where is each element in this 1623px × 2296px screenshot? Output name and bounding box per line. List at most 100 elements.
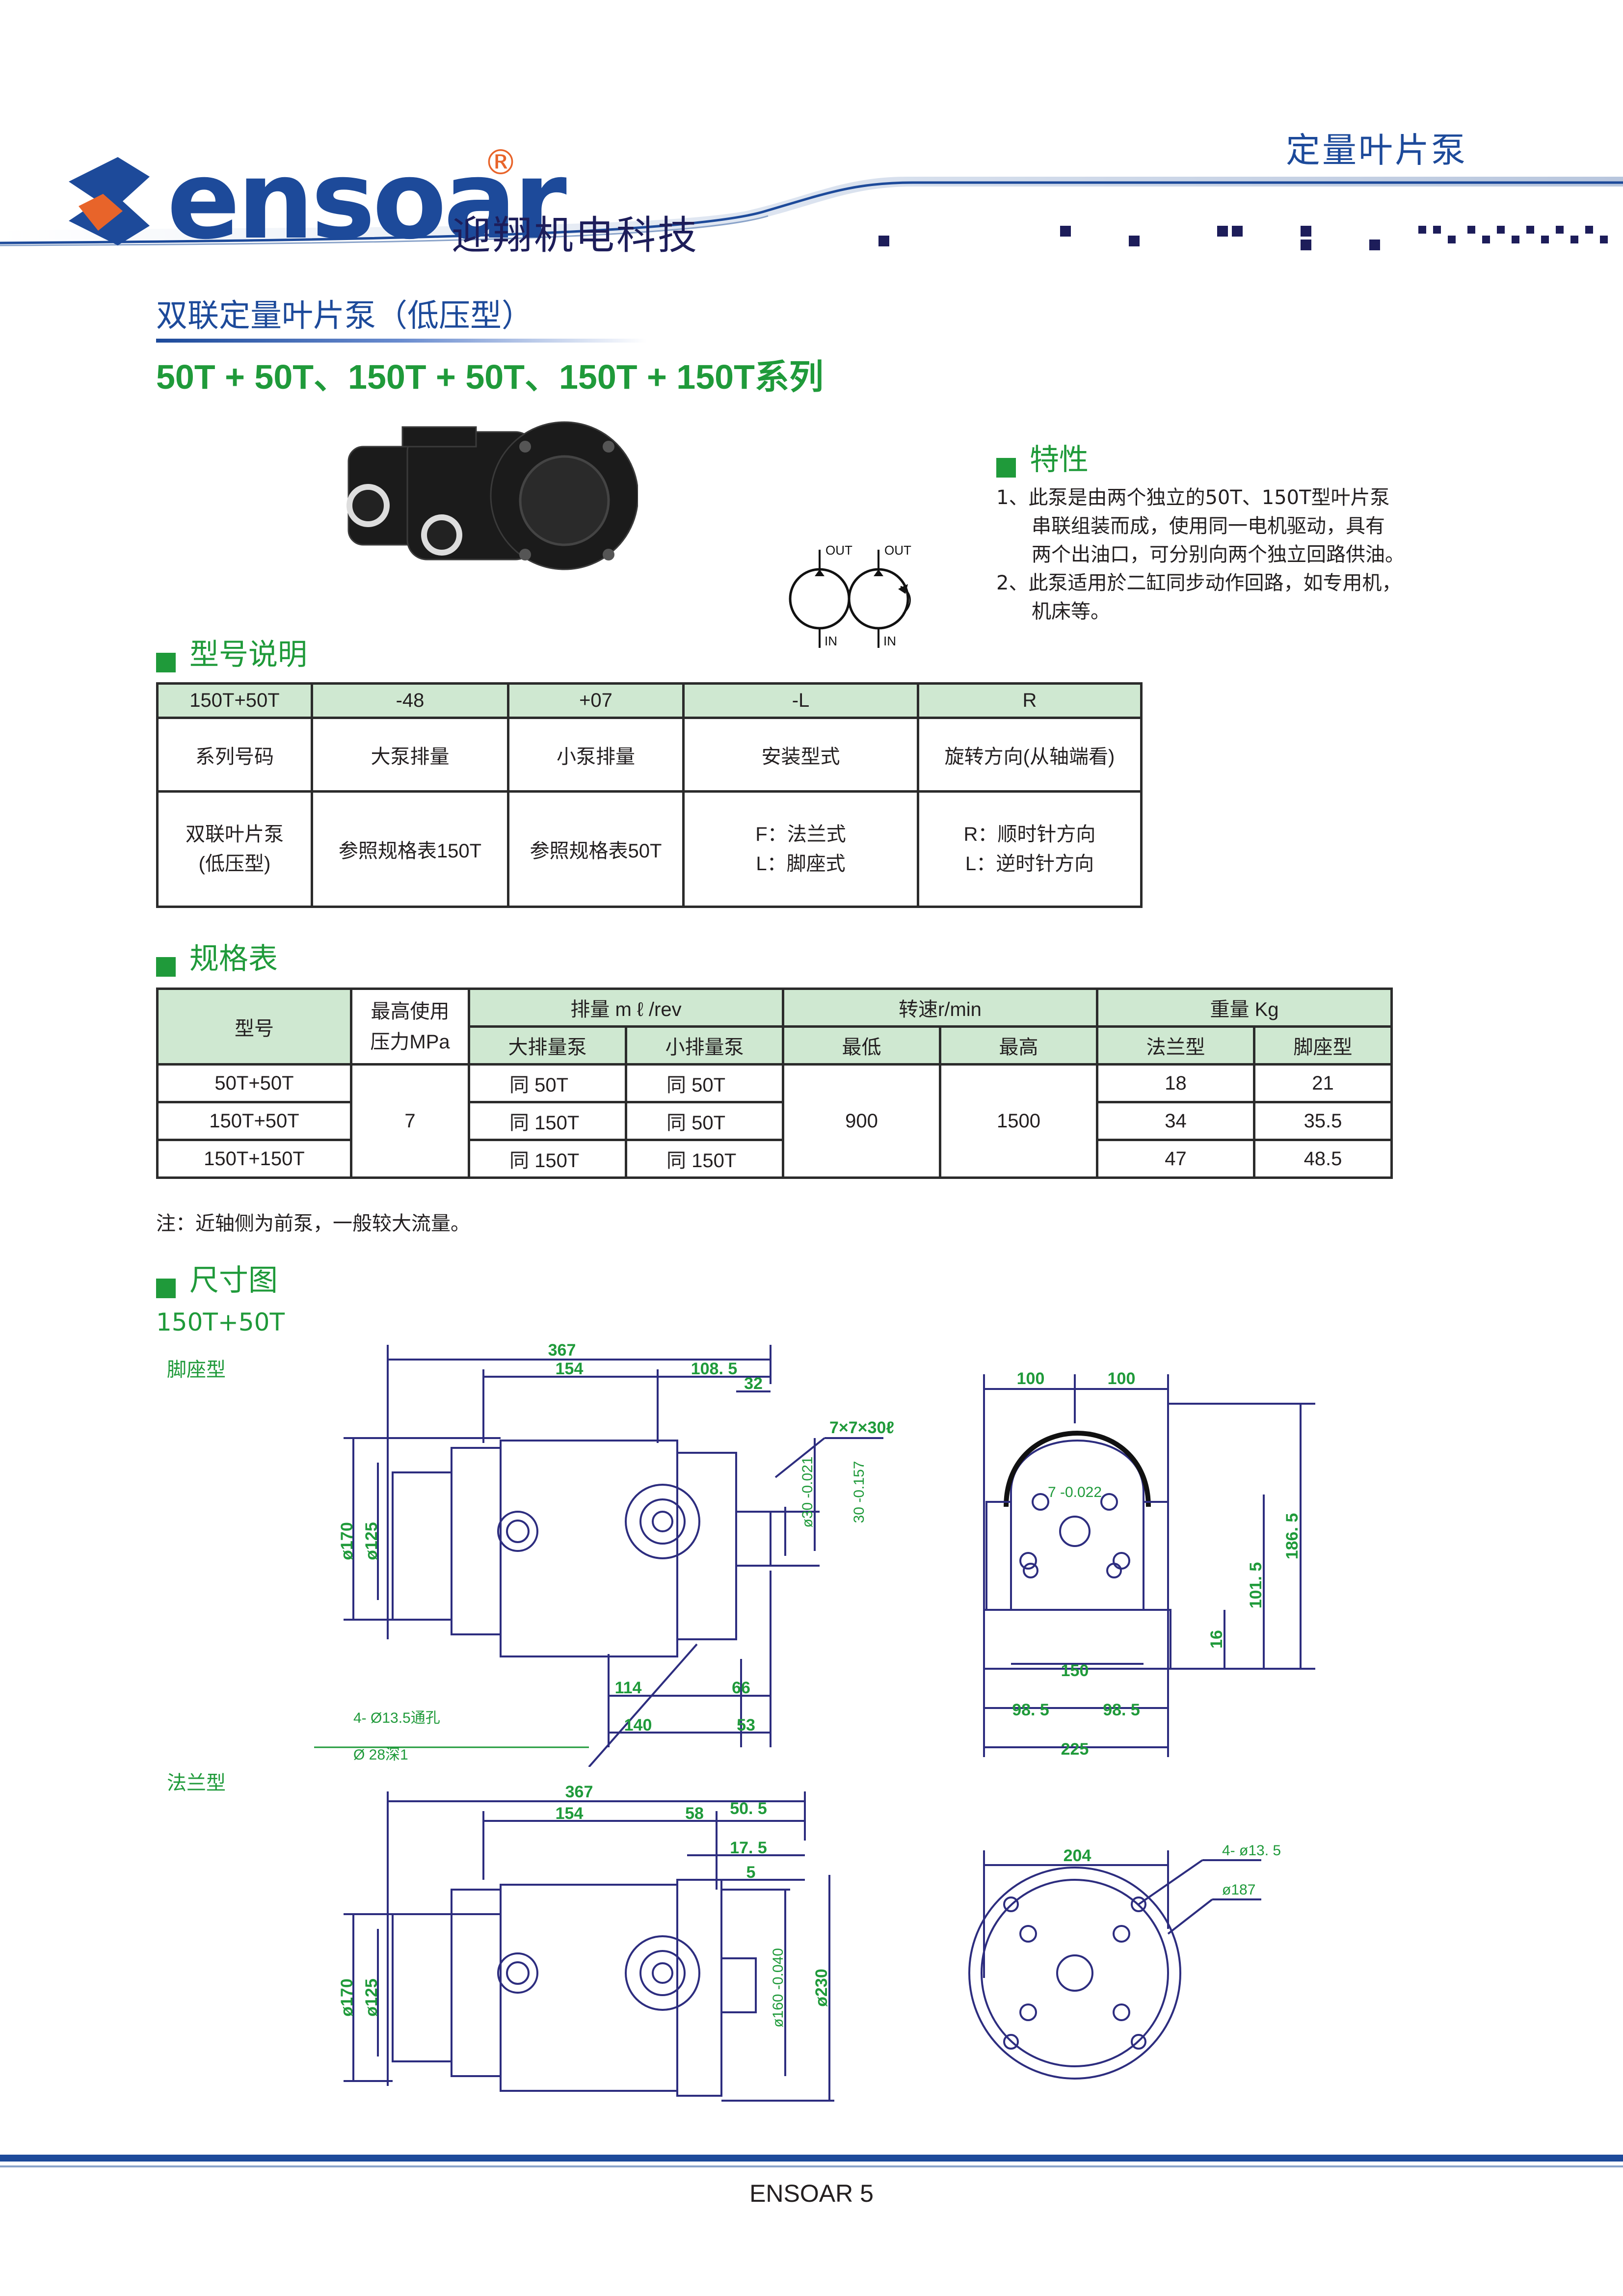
dim-53: 53 xyxy=(737,1716,755,1735)
flange-type-label: 法兰型 xyxy=(167,1772,226,1794)
dim-d170: ø170 xyxy=(338,1978,356,2017)
section-bullet-icon xyxy=(156,1278,176,1298)
spec-h-flange: 法兰型 xyxy=(1096,1025,1255,1066)
spec-speed-min: 900 xyxy=(782,1063,941,1179)
hole-note-2: Ø 28深1 xyxy=(353,1747,408,1763)
section-bullet-icon xyxy=(156,652,176,672)
table-row: 150T+150T 同 150T 同 150T 47 48.5 xyxy=(156,1139,1393,1179)
feature-line: 2、此泵适用於二缸同步动作回路，如专用机， xyxy=(996,572,1402,594)
label-series: 系列号码 xyxy=(156,717,313,793)
dim-150: 150 xyxy=(1061,1661,1089,1680)
spec-cell: 同 150T xyxy=(625,1139,784,1179)
code-rotation: R xyxy=(917,682,1143,719)
dim-100a: 100 xyxy=(1017,1369,1045,1388)
dim-114: 114 xyxy=(615,1679,642,1697)
dim-186-5: 186. 5 xyxy=(1283,1513,1302,1560)
desc-large: 参照规格表150T xyxy=(311,790,509,908)
header-wave xyxy=(0,177,1623,246)
section-bullet-icon xyxy=(156,957,176,977)
desc-series: 双联叶片泵(低压型) xyxy=(156,790,313,908)
hydraulic-symbol: OUT OUT IN IN xyxy=(789,543,911,648)
dim-367: 367 xyxy=(565,1783,593,1801)
dim-100b: 100 xyxy=(1108,1369,1136,1388)
dim-140: 140 xyxy=(624,1716,652,1735)
symbol-in1: IN xyxy=(825,634,837,648)
dim-58: 58 xyxy=(685,1804,704,1823)
foot-type-side-drawing: 367 154 108. 5 32 7×7×30ℓ ø170 ø125 ø30 … xyxy=(314,1341,894,1767)
dimension-model: 150T+50T xyxy=(156,1308,285,1336)
spec-cell: 21 xyxy=(1253,1063,1393,1103)
spec-cell: 47 xyxy=(1096,1139,1255,1179)
spec-cell: 150T+150T xyxy=(156,1139,352,1179)
dim-key: 7×7×30ℓ xyxy=(829,1418,894,1437)
dim-d160: ø160 -0.040 xyxy=(770,1948,786,2028)
dim-d230: ø230 xyxy=(812,1969,831,2007)
feature-line: 1、此泵是由两个独立的50T、150T型叶片泵 xyxy=(996,486,1390,509)
dim-204: 204 xyxy=(1064,1846,1091,1865)
label-rotation: 旋转方向(从轴端看) xyxy=(917,717,1143,793)
dim-98-5b: 98. 5 xyxy=(1103,1701,1140,1719)
spec-h-min: 最低 xyxy=(782,1025,941,1066)
spec-cell: 18 xyxy=(1096,1063,1255,1103)
series-title: 50T + 50T、150T + 50T、150T + 150T系列 xyxy=(156,358,824,396)
dim-key7: 7 -0.022 xyxy=(1048,1484,1102,1500)
category-title: 定量叶片泵 xyxy=(1286,130,1467,170)
table-row: 50T+50T 7 同 50T 同 50T 900 1500 18 21 xyxy=(156,1063,1393,1179)
spec-cell: 35.5 xyxy=(1253,1101,1393,1141)
spec-cell: 50T+50T xyxy=(156,1063,352,1103)
feature-line: 串联组装而成，使用同一电机驱动，具有 xyxy=(1032,515,1385,537)
dim-d125: ø125 xyxy=(362,1522,381,1560)
footer-line xyxy=(0,2155,1623,2162)
dimension-heading: 尺寸图 xyxy=(156,1256,278,1299)
spec-cell: 同 50T xyxy=(625,1063,784,1103)
flange-type-side-drawing: 367 154 58 50. 5 17. 5 5 ø170 ø125 ø160 … xyxy=(338,1783,834,2102)
spec-heading: 规格表 xyxy=(156,935,278,978)
dim-154: 154 xyxy=(556,1804,584,1823)
flange-type-end-drawing: 204 4- ø13. 5 ø187 xyxy=(968,1842,1281,2080)
dim-108: 108. 5 xyxy=(691,1360,738,1378)
model-heading: 型号说明 xyxy=(156,631,307,673)
dim-5: 5 xyxy=(746,1863,756,1882)
page-number: ENSOAR 5 xyxy=(749,2180,874,2207)
label-large: 大泵排量 xyxy=(311,717,509,793)
code-small: +07 xyxy=(507,682,685,719)
symbol-in2: IN xyxy=(883,634,896,648)
logo-wordmark: ensoar xyxy=(167,137,567,263)
dim-30b: 30 -0.157 xyxy=(851,1461,867,1523)
table-row: 150T+50T 同 150T 同 50T 34 35.5 xyxy=(156,1101,1393,1141)
dim-holes: 4- ø13. 5 xyxy=(1222,1842,1281,1859)
spec-h-large: 大排量泵 xyxy=(468,1025,627,1066)
spec-cell: 150T+50T xyxy=(156,1101,352,1141)
code-large: -48 xyxy=(311,682,509,719)
feature-line: 机床等。 xyxy=(1032,600,1110,623)
feature-line: 两个出油口，可分别向两个独立回路供油。 xyxy=(1032,543,1405,566)
pixel-pattern xyxy=(878,226,1608,250)
dim-101-5: 101. 5 xyxy=(1247,1562,1265,1609)
spec-h-displacement: 排量 m ℓ /rev xyxy=(468,988,784,1028)
dim-shaft30: ø30 -0.021 xyxy=(799,1456,816,1527)
dim-154: 154 xyxy=(556,1360,584,1378)
pump-photo xyxy=(346,421,638,570)
spec-h-weight: 重量 Kg xyxy=(1096,988,1393,1028)
dim-d125: ø125 xyxy=(362,1978,381,2017)
label-mount: 安装型式 xyxy=(682,717,919,793)
registered-mark: ® xyxy=(483,142,518,183)
header: ensoar ® 迎翔机电科技 定量叶片泵 xyxy=(0,0,1623,275)
dim-50-5: 50. 5 xyxy=(730,1799,767,1818)
foot-type-label: 脚座型 xyxy=(167,1359,226,1381)
spec-cell: 同 50T xyxy=(468,1063,627,1103)
logo-mark-icon xyxy=(69,157,150,245)
code-mount: -L xyxy=(682,682,919,719)
footer-line-thin xyxy=(0,2165,1623,2167)
desc-small: 参照规格表50T xyxy=(507,790,685,908)
spec-pressure: 7 xyxy=(350,1063,470,1179)
page-title: 双联定量叶片泵（低压型） xyxy=(156,298,533,334)
features-list: 1、此泵是由两个独立的50T、150T型叶片泵 串联组装而成，使用同一电机驱动，… xyxy=(996,483,1405,626)
spec-cell: 同 50T xyxy=(625,1101,784,1141)
code-series: 150T+50T xyxy=(156,682,313,719)
logo: ensoar ® 迎翔机电科技 xyxy=(64,137,751,263)
dim-d187: ø187 xyxy=(1222,1882,1255,1898)
spec-h-speed: 转速r/min xyxy=(782,988,1098,1028)
model-table: 150T+50T -48 +07 -L R 系列号码 大泵排量 小泵排量 安装型… xyxy=(156,682,1143,908)
